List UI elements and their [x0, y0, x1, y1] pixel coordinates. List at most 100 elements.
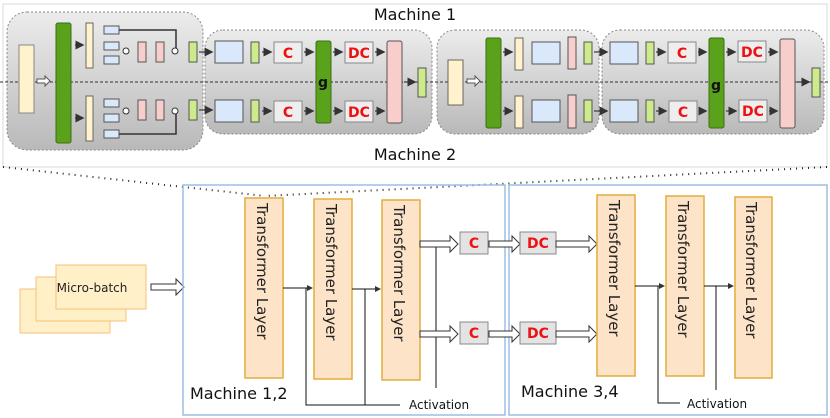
lime-block: [645, 41, 655, 65]
lime-block: [188, 41, 198, 63]
decompress-label: DC: [742, 104, 764, 120]
multiply-icon: [122, 107, 130, 115]
lime-block: [645, 99, 655, 123]
transformer-layer-label: Transformer Layer: [605, 199, 623, 337]
decompress-label: DC: [527, 236, 549, 252]
multiply-icon: [171, 47, 179, 55]
gather-block: [708, 37, 725, 129]
hollow-arrow-icon: [419, 324, 459, 344]
machine-3-4-group: [508, 184, 828, 416]
machine-3-4-label: Machine 3,4: [521, 382, 619, 401]
compress-label: C: [469, 326, 479, 342]
left-activation-lines: [283, 245, 437, 406]
machine-1-2-label: Machine 1,2: [190, 384, 288, 403]
blue-block: [103, 41, 120, 51]
lime-block: [417, 67, 427, 98]
blue-block: [103, 113, 120, 123]
compress-block: [273, 41, 303, 64]
pink-block: [155, 99, 165, 121]
gather-block: [315, 40, 332, 124]
compress-label: C: [677, 46, 687, 62]
hollow-arrow-icon: [419, 234, 459, 254]
right-activation-lines: [635, 283, 734, 404]
yellow-bar: [514, 37, 524, 71]
compress-block[interactable]: [459, 231, 489, 255]
decompress-label: DC: [348, 46, 370, 62]
decompress-block: [344, 41, 374, 64]
compress-block: [667, 41, 697, 64]
input-block: [18, 44, 35, 114]
yellow-bar: [514, 95, 524, 129]
pink-block: [137, 99, 147, 121]
blue-block: [214, 99, 244, 123]
pink-block: [386, 40, 403, 124]
hollow-arrow-icon: [488, 324, 521, 344]
blue-block: [103, 129, 120, 139]
decompress-label: DC: [348, 105, 370, 121]
blue-block: [531, 41, 561, 65]
skip-connection: [119, 29, 177, 48]
decompress-label: DC: [527, 326, 549, 342]
blue-block: [103, 25, 120, 35]
green-block: [55, 22, 72, 144]
stage-4: C g DC C DC: [609, 37, 821, 129]
compress-label: C: [678, 105, 688, 121]
lime-block: [188, 99, 198, 121]
blue-block: [103, 98, 120, 108]
compress-block[interactable]: [459, 321, 489, 345]
pink-block: [137, 41, 147, 63]
activation-label: Activation: [409, 398, 469, 412]
compress-label: C: [469, 236, 479, 252]
transformer-layer-label: Transformer Layer: [674, 200, 692, 338]
machine-2-label: Machine 2: [374, 145, 456, 164]
transformer-layer-label: Transformer Layer: [742, 201, 760, 339]
lime-block: [811, 67, 821, 98]
activation-label: Activation: [687, 397, 747, 411]
micro-batch-card: [55, 264, 147, 310]
pink-block: [155, 41, 165, 63]
zoom-indicator-lines: [2, 166, 828, 197]
decompress-label: DC: [741, 45, 763, 61]
compress-label: C: [283, 46, 293, 62]
transformer-layer[interactable]: [596, 194, 636, 377]
blue-block: [531, 99, 561, 123]
transformer-layer[interactable]: [313, 198, 353, 380]
multiply-icon: [122, 47, 130, 55]
right-transformer-layers: Transformer Layer Transformer Layer Tran…: [596, 194, 773, 379]
blue-block: [103, 55, 120, 65]
top-connector-arrows: [75, 40, 811, 123]
transformer-layer[interactable]: [381, 199, 421, 381]
yellow-block: [447, 59, 464, 106]
pink-block: [567, 94, 577, 129]
pink-block: [779, 38, 796, 129]
multiply-icon: [171, 107, 179, 115]
yellow-bar: [85, 22, 94, 69]
yellow-bar: [85, 95, 94, 142]
transformer-layer[interactable]: [734, 196, 773, 379]
hollow-arrow-icon: [488, 234, 521, 254]
top-panel: Machine 1 Machine 2: [0, 3, 830, 168]
decompress-block: [344, 100, 374, 123]
input-arrow-icon: [150, 277, 185, 297]
hollow-arrow-icon: [555, 324, 598, 344]
hollow-arrow-icon: [555, 234, 598, 254]
gather-label: g: [711, 78, 721, 94]
stage-3: [447, 36, 593, 129]
blue-block: [609, 99, 639, 123]
stage-2: C g DC C DC: [214, 40, 427, 124]
transformer-layer-label: Transformer Layer: [390, 204, 408, 342]
decompress-block: [737, 40, 767, 63]
transformer-layer-label: Transformer Layer: [253, 202, 271, 340]
lime-block: [583, 41, 593, 65]
bottom-panel: Micro-batch Machine 1,2 Machine 3,4 Tran…: [19, 184, 828, 416]
machine-1-2-group: [182, 184, 506, 416]
compress-label: C: [283, 105, 293, 121]
lime-block: [250, 99, 260, 123]
gather-label: g: [318, 75, 328, 91]
compress-block: [273, 100, 303, 123]
lime-block: [250, 41, 260, 64]
decompress-block: [738, 99, 768, 123]
machine-1-label: Machine 1: [374, 5, 456, 24]
stage-1: [18, 22, 198, 144]
